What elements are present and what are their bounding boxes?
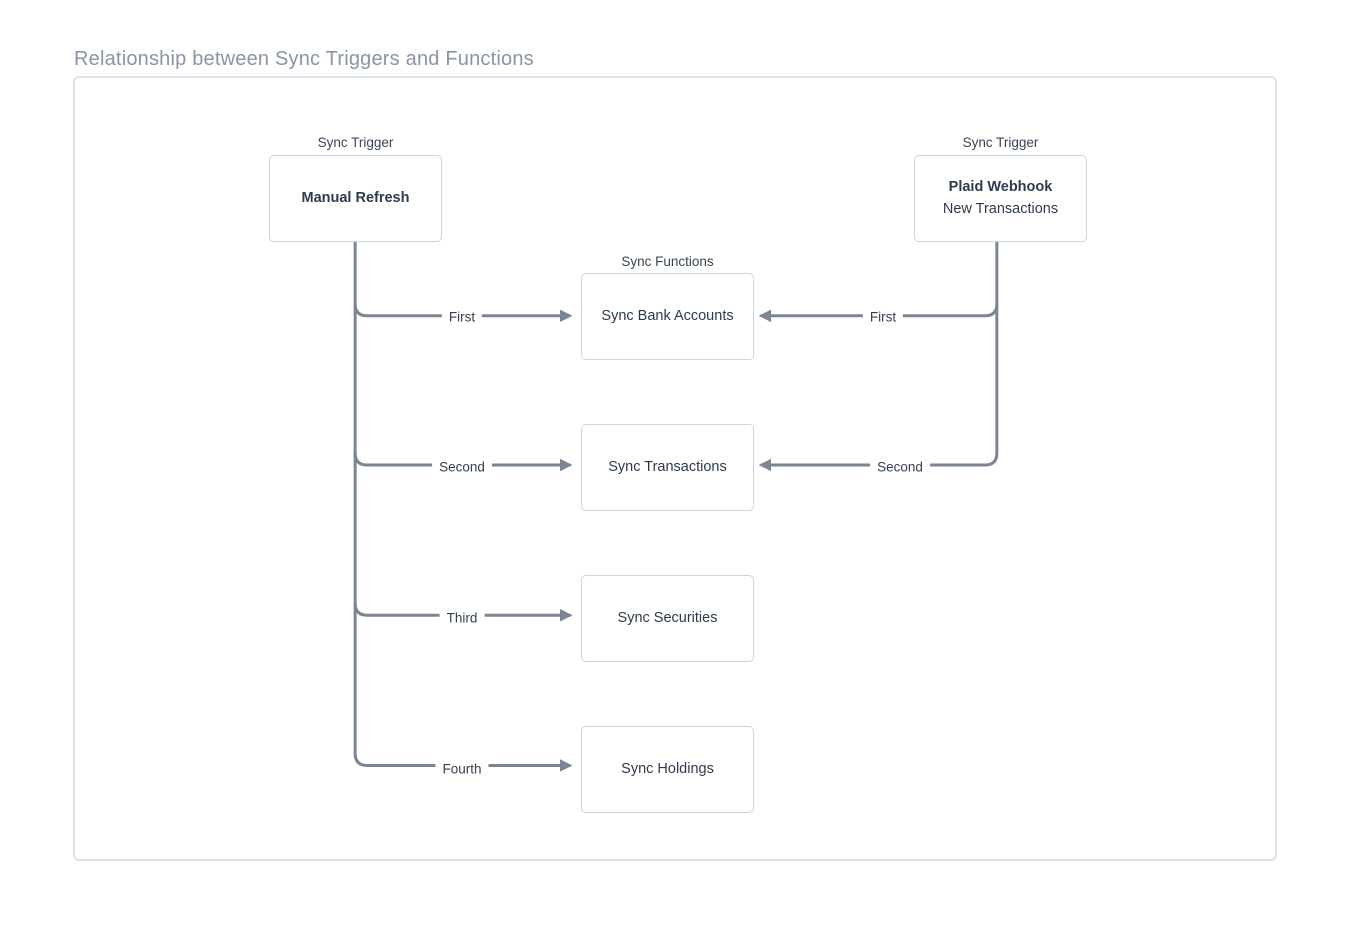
group-label-sync-trigger-manual: Sync Trigger xyxy=(317,135,394,150)
edge-label-webhook-first: First xyxy=(862,309,904,325)
node-manual-refresh-label: Manual Refresh xyxy=(301,189,410,206)
group-label-sync-trigger-webhook: Sync Trigger xyxy=(962,135,1039,150)
edge-label-manual-second: Second xyxy=(432,459,492,475)
node-sync-holdings: Sync Holdings xyxy=(581,726,754,813)
edge-label-webhook-second: Second xyxy=(870,459,930,475)
diagram-panel: Sync Trigger Sync Trigger Sync Functions… xyxy=(73,76,1277,861)
group-label-sync-functions: Sync Functions xyxy=(621,254,714,269)
node-manual-refresh: Manual Refresh xyxy=(269,155,442,242)
node-sync-holdings-label: Sync Holdings xyxy=(621,760,714,777)
edge-label-manual-first: First xyxy=(441,309,483,325)
node-plaid-webhook-subtitle: New Transactions xyxy=(942,200,1059,217)
connector-webhook-trunk xyxy=(758,241,999,472)
diagram-title: Relationship between Sync Triggers and F… xyxy=(74,48,534,70)
node-plaid-webhook: Plaid Webhook New Transactions xyxy=(914,155,1087,242)
node-plaid-webhook-label: Plaid Webhook xyxy=(948,178,1053,195)
node-sync-bank-accounts-label: Sync Bank Accounts xyxy=(601,307,734,324)
edge-label-manual-fourth: Fourth xyxy=(435,761,489,777)
node-sync-transactions: Sync Transactions xyxy=(581,424,754,511)
node-sync-bank-accounts: Sync Bank Accounts xyxy=(581,273,754,360)
node-sync-securities: Sync Securities xyxy=(581,575,754,662)
node-sync-securities-label: Sync Securities xyxy=(617,609,718,626)
node-sync-transactions-label: Sync Transactions xyxy=(608,458,727,475)
edge-label-manual-third: Third xyxy=(439,610,485,626)
